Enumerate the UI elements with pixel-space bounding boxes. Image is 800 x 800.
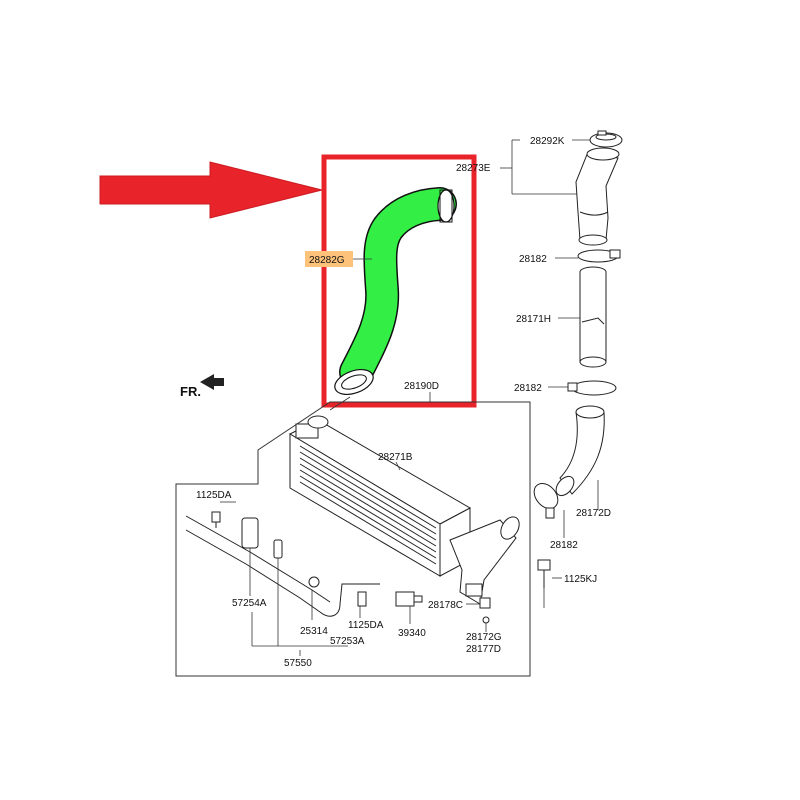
front-direction-marker: FR. [180,374,224,399]
assembly-label: 28190D [404,381,439,392]
bracket-label: 57254A [232,598,267,609]
highlight-arrow [99,161,323,219]
upper-pipe-part[interactable] [575,147,620,246]
sensor-label: 39340 [398,628,426,639]
bolt-right-label: 1125KJ [564,574,597,585]
hose-lower-part[interactable]: 28172D [553,405,611,519]
clamp-lower-label: 28182 [550,540,578,551]
assembly-frame: 28190D [175,381,531,677]
clip-label: 25314 [300,626,328,637]
pipe-right-a-part[interactable]: 28178C [428,597,491,611]
line-assembly-part[interactable] [185,515,380,617]
pipe-right-a-label: 28178C [428,600,463,611]
intercooler-part[interactable]: 28271B [288,415,472,577]
hose-label-group: 28282G [305,251,372,267]
bolt-left-label: 1125DA [196,490,232,501]
cap-part[interactable] [589,130,623,148]
line-assembly-label: 57550 [284,658,312,669]
pipe-mid-label: 28171H [516,314,551,325]
clamp-upper-label: 28182 [519,254,547,265]
hose-lower-label: 28172D [576,508,611,519]
front-direction-label: FR. [180,384,201,399]
cap-label: 28292K [530,136,565,147]
pipe-right-b-label: 28172G [466,632,502,643]
highlight-box [321,154,477,408]
bolt-left-part[interactable]: 1125DA [196,490,236,528]
intercooler-label: 28271B [378,452,413,463]
sensor-part[interactable]: 39340 [395,591,426,639]
pipe-right-bc-part[interactable]: 28172G 28177D [466,616,502,655]
clamp-upper-part[interactable]: 28182 [519,249,621,265]
pipe-mid-part[interactable]: 28171H [516,266,607,368]
highlighted-hose[interactable] [331,187,457,399]
line-assembly-labels: 57254A 25314 1125DA 57253A 57550 [232,548,384,669]
clamp-mid-label: 28182 [514,383,542,394]
upper-right-group: 28292K 28273E [456,136,592,195]
clamp-lower-part[interactable]: 28182 [529,479,578,551]
bolt-center-label: 1125DA [348,620,384,631]
clamp-mid-part[interactable]: 28182 [514,380,617,396]
pipe-right-c-label: 28177D [466,644,501,655]
outlet-pipe-part[interactable] [449,514,523,605]
hose-small-label: 57253A [330,636,365,647]
upper-pipe-label: 28273E [456,163,491,174]
hose-part-label: 28282G [309,255,345,266]
bolt-right-part[interactable]: 1125KJ [537,559,597,608]
